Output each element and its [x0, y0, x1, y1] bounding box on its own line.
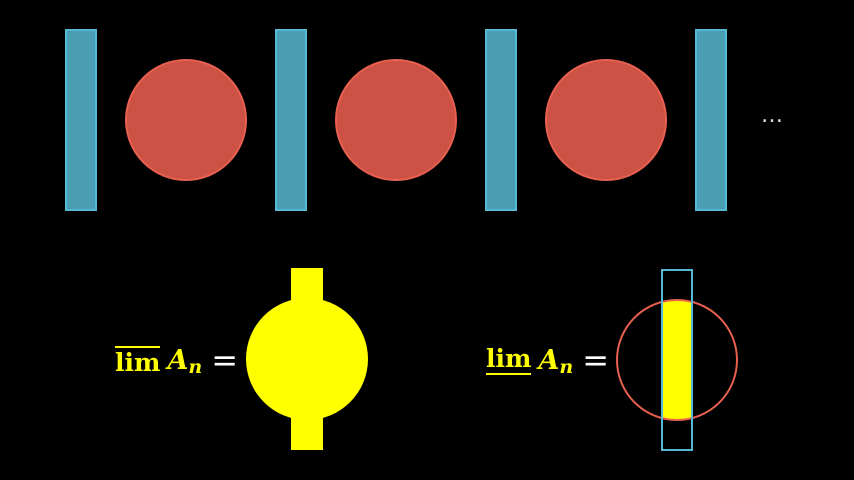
- limsup-set-index: n: [188, 355, 203, 378]
- sequence-ellipsis: …: [761, 103, 783, 128]
- sequence-bar-2: [275, 29, 307, 211]
- liminf-disc-outline: [616, 299, 738, 421]
- limsup-formula: lim A n =: [115, 340, 238, 380]
- sequence-bar-4: [695, 29, 727, 211]
- liminf-formula: lim A n =: [486, 340, 609, 380]
- limsup-set-name: A: [167, 344, 189, 376]
- sequence-disc-2: [335, 59, 457, 181]
- limsup-union-shape: [246, 268, 368, 450]
- liminf-set-index: n: [559, 355, 574, 378]
- limsup-equals-sign: =: [211, 341, 239, 379]
- sequence-bar-3: [485, 29, 517, 211]
- liminf-operator: lim: [486, 343, 532, 375]
- set-sequence-row: …: [65, 29, 783, 211]
- liminf-intersection-shape: [616, 269, 738, 451]
- liminf-bar-outline: [661, 269, 693, 451]
- liminf-set-name: A: [538, 344, 560, 376]
- sequence-disc-1: [125, 59, 247, 181]
- liminf-intersection-fill: [662, 300, 692, 420]
- sequence-disc-3: [545, 59, 667, 181]
- liminf-equals-sign: =: [582, 341, 610, 379]
- limsup-union-disc: [246, 298, 368, 420]
- limsup-operator: lim: [115, 345, 161, 377]
- sequence-bar-1: [65, 29, 97, 211]
